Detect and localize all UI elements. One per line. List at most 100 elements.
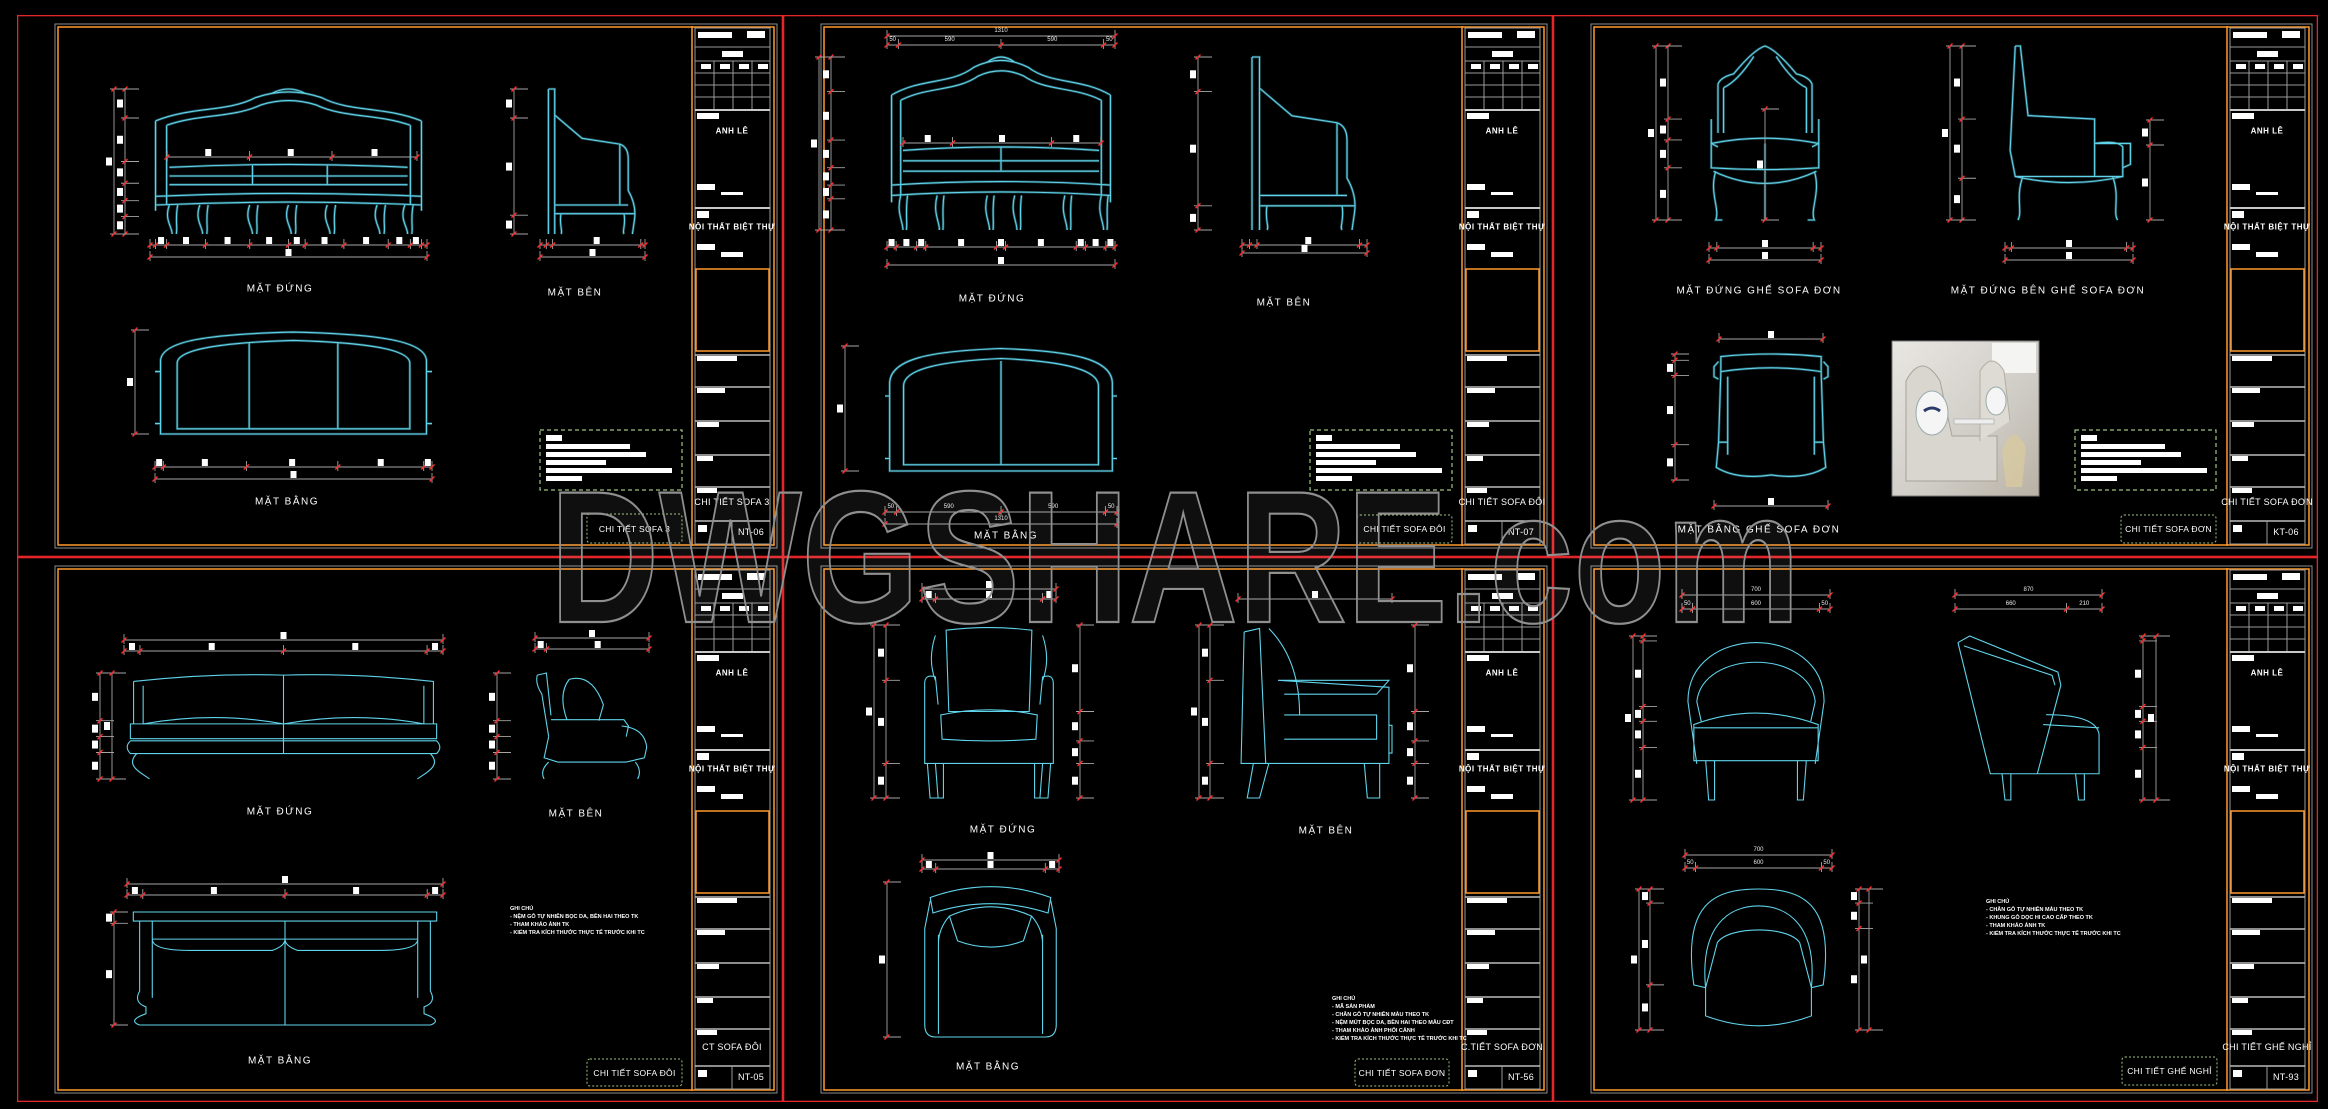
client-name: ANH LÊ <box>2250 668 2284 678</box>
dimension-value-block <box>1660 125 1666 134</box>
sheet-number: NT-56 <box>1507 1072 1535 1082</box>
dimension-tick <box>111 909 117 915</box>
illegible-text-block <box>2081 468 2207 473</box>
dimension-tick <box>1665 116 1671 123</box>
dimension-line <box>1851 886 1873 1033</box>
illegible-text-block <box>747 31 765 38</box>
illegible-text-block <box>1490 606 1500 611</box>
sheet-title: CT SOFA ĐÔI <box>702 1042 762 1052</box>
dimension-value-block <box>92 724 98 733</box>
dimension-value-block <box>823 187 829 196</box>
illegible-text-block <box>2257 51 2278 57</box>
illegible-text-block <box>697 244 715 250</box>
dimension-line <box>919 852 1062 864</box>
illegible-text-block <box>2233 574 2267 580</box>
dimension-tick <box>122 213 128 220</box>
dimension-line <box>1682 849 1835 859</box>
sheet-title: CHI TIẾT SOFA ĐÔI <box>1458 497 1546 507</box>
dimension-tick <box>440 892 446 898</box>
dimension-tick <box>884 262 890 268</box>
dimension-line <box>532 641 652 653</box>
dimension-tick <box>302 242 309 248</box>
dimension-tick <box>2153 633 2159 639</box>
dimension-tick <box>1810 245 1817 251</box>
sheet-border <box>1553 557 2318 1102</box>
illegible-text-block <box>546 452 646 457</box>
dimension-value-block <box>396 237 403 244</box>
dimension-value-block <box>998 239 1004 246</box>
dimension-value-block <box>1660 149 1666 158</box>
dimension-tick <box>429 476 435 482</box>
dimension-line <box>1635 633 1657 803</box>
dimension-value-block <box>1954 144 1960 153</box>
dimension-tick <box>532 646 538 652</box>
dimension-tick <box>828 164 834 171</box>
dimension-tick <box>494 776 500 782</box>
illegible-text-block <box>2232 244 2250 250</box>
illegible-text-block <box>2274 64 2284 69</box>
dimension-value-block <box>106 970 112 979</box>
illegible-text-block <box>697 726 715 732</box>
dimension-value-block <box>489 692 495 701</box>
illegible-text-block <box>1467 998 1483 1003</box>
dimension-tick <box>1825 503 1831 509</box>
dimension-line <box>1954 43 1976 223</box>
title-block <box>2226 26 2306 546</box>
dimension-value-block <box>879 955 885 964</box>
dimension-tick <box>1056 866 1062 872</box>
dimension-value-block <box>1660 189 1666 198</box>
view-label: MẶT BẰNG <box>955 1061 1021 1073</box>
dimension-value-block <box>92 692 98 701</box>
dimension-value-block <box>1635 769 1641 778</box>
illegible-text-block <box>1517 31 1535 38</box>
dimension-tick <box>1716 336 1722 342</box>
illegible-text-block <box>2233 1070 2242 1077</box>
dimension-line <box>104 670 126 782</box>
notes: GHI CHÚ- MÃ SẢN PHẨM- CHÂN GỖ TỰ NHIÊN M… <box>1332 995 1467 1043</box>
dimension-value-block <box>1642 892 1648 901</box>
dimension-tick <box>1818 257 1824 263</box>
dimension-value: 660 <box>2005 601 2016 607</box>
dimension-tick <box>109 670 115 676</box>
dimension-tick <box>2140 797 2146 803</box>
dimension-tick <box>1647 1027 1653 1033</box>
dimension-tick <box>2147 117 2153 123</box>
drawing-stamp-frame <box>1356 514 1453 544</box>
dimension-tick <box>111 920 117 927</box>
dimension-line <box>1072 622 1094 801</box>
dimension-tick <box>494 670 500 676</box>
dimension-tick <box>1672 351 1678 357</box>
dimension-tick <box>884 1034 890 1040</box>
dimension-tick <box>243 464 250 470</box>
drawing-stamp-frame <box>1354 1058 1450 1087</box>
view-label: MẶT BÊN <box>1256 297 1312 309</box>
dimension-value-block <box>489 761 495 770</box>
dimension-tick <box>1412 737 1418 744</box>
dimension-tick <box>429 464 435 470</box>
dimension-tick <box>1856 886 1862 892</box>
dimension-tick <box>2008 245 2015 251</box>
dimension-value: 590 <box>943 504 954 510</box>
illegible-text-block <box>2274 606 2284 611</box>
dimension-value-block <box>823 172 829 181</box>
view-label: MẶT ĐỨNG <box>969 824 1037 836</box>
illegible-text-block <box>2081 435 2097 441</box>
sofa-double-plan <box>133 912 436 1025</box>
dimension-tick <box>549 242 556 248</box>
illegible-text-block <box>697 898 737 903</box>
dimension-tick <box>121 637 127 643</box>
illegible-text-block <box>1316 435 1332 441</box>
dimension-tick <box>1640 744 1646 751</box>
note-line: - KIỂM TRA KÍCH THƯỚC THỰC TẾ TRƯỚC KHI … <box>1986 931 2121 937</box>
illegible-text-block <box>697 655 719 661</box>
view-label: MẶT BẰNG <box>247 1055 313 1067</box>
dimension-tick <box>164 154 170 160</box>
dimension-line <box>106 909 128 1028</box>
